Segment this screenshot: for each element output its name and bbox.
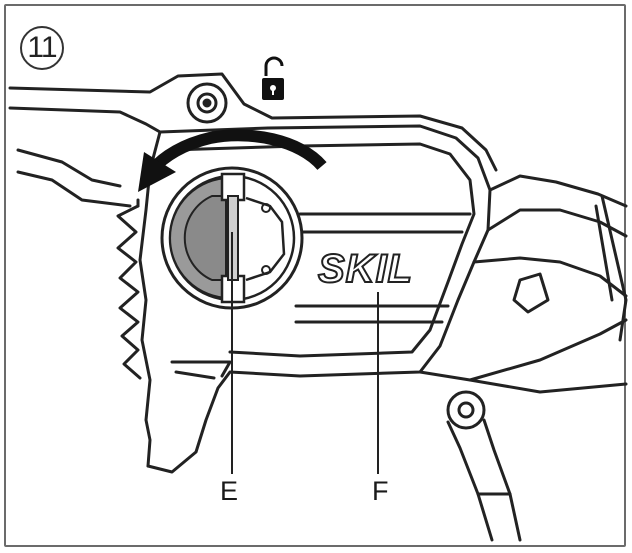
tool-housing: [138, 124, 492, 474]
top-handle: [8, 72, 498, 208]
callout-leaders: [231, 232, 379, 474]
figure-frame: [4, 4, 626, 547]
callout-label-e: E: [220, 476, 239, 506]
rotate-counterclockwise-arrow-icon: [138, 129, 327, 192]
pivot-screw: [186, 82, 228, 124]
brand-logo: SKIL: [318, 247, 413, 291]
lower-lever: [446, 390, 522, 542]
motor-grip: [418, 174, 628, 394]
callout-label-f: F: [372, 476, 389, 506]
step-number-badge: 11: [20, 26, 64, 70]
guard-teeth: [116, 198, 142, 380]
unlock-icon: [262, 56, 284, 100]
